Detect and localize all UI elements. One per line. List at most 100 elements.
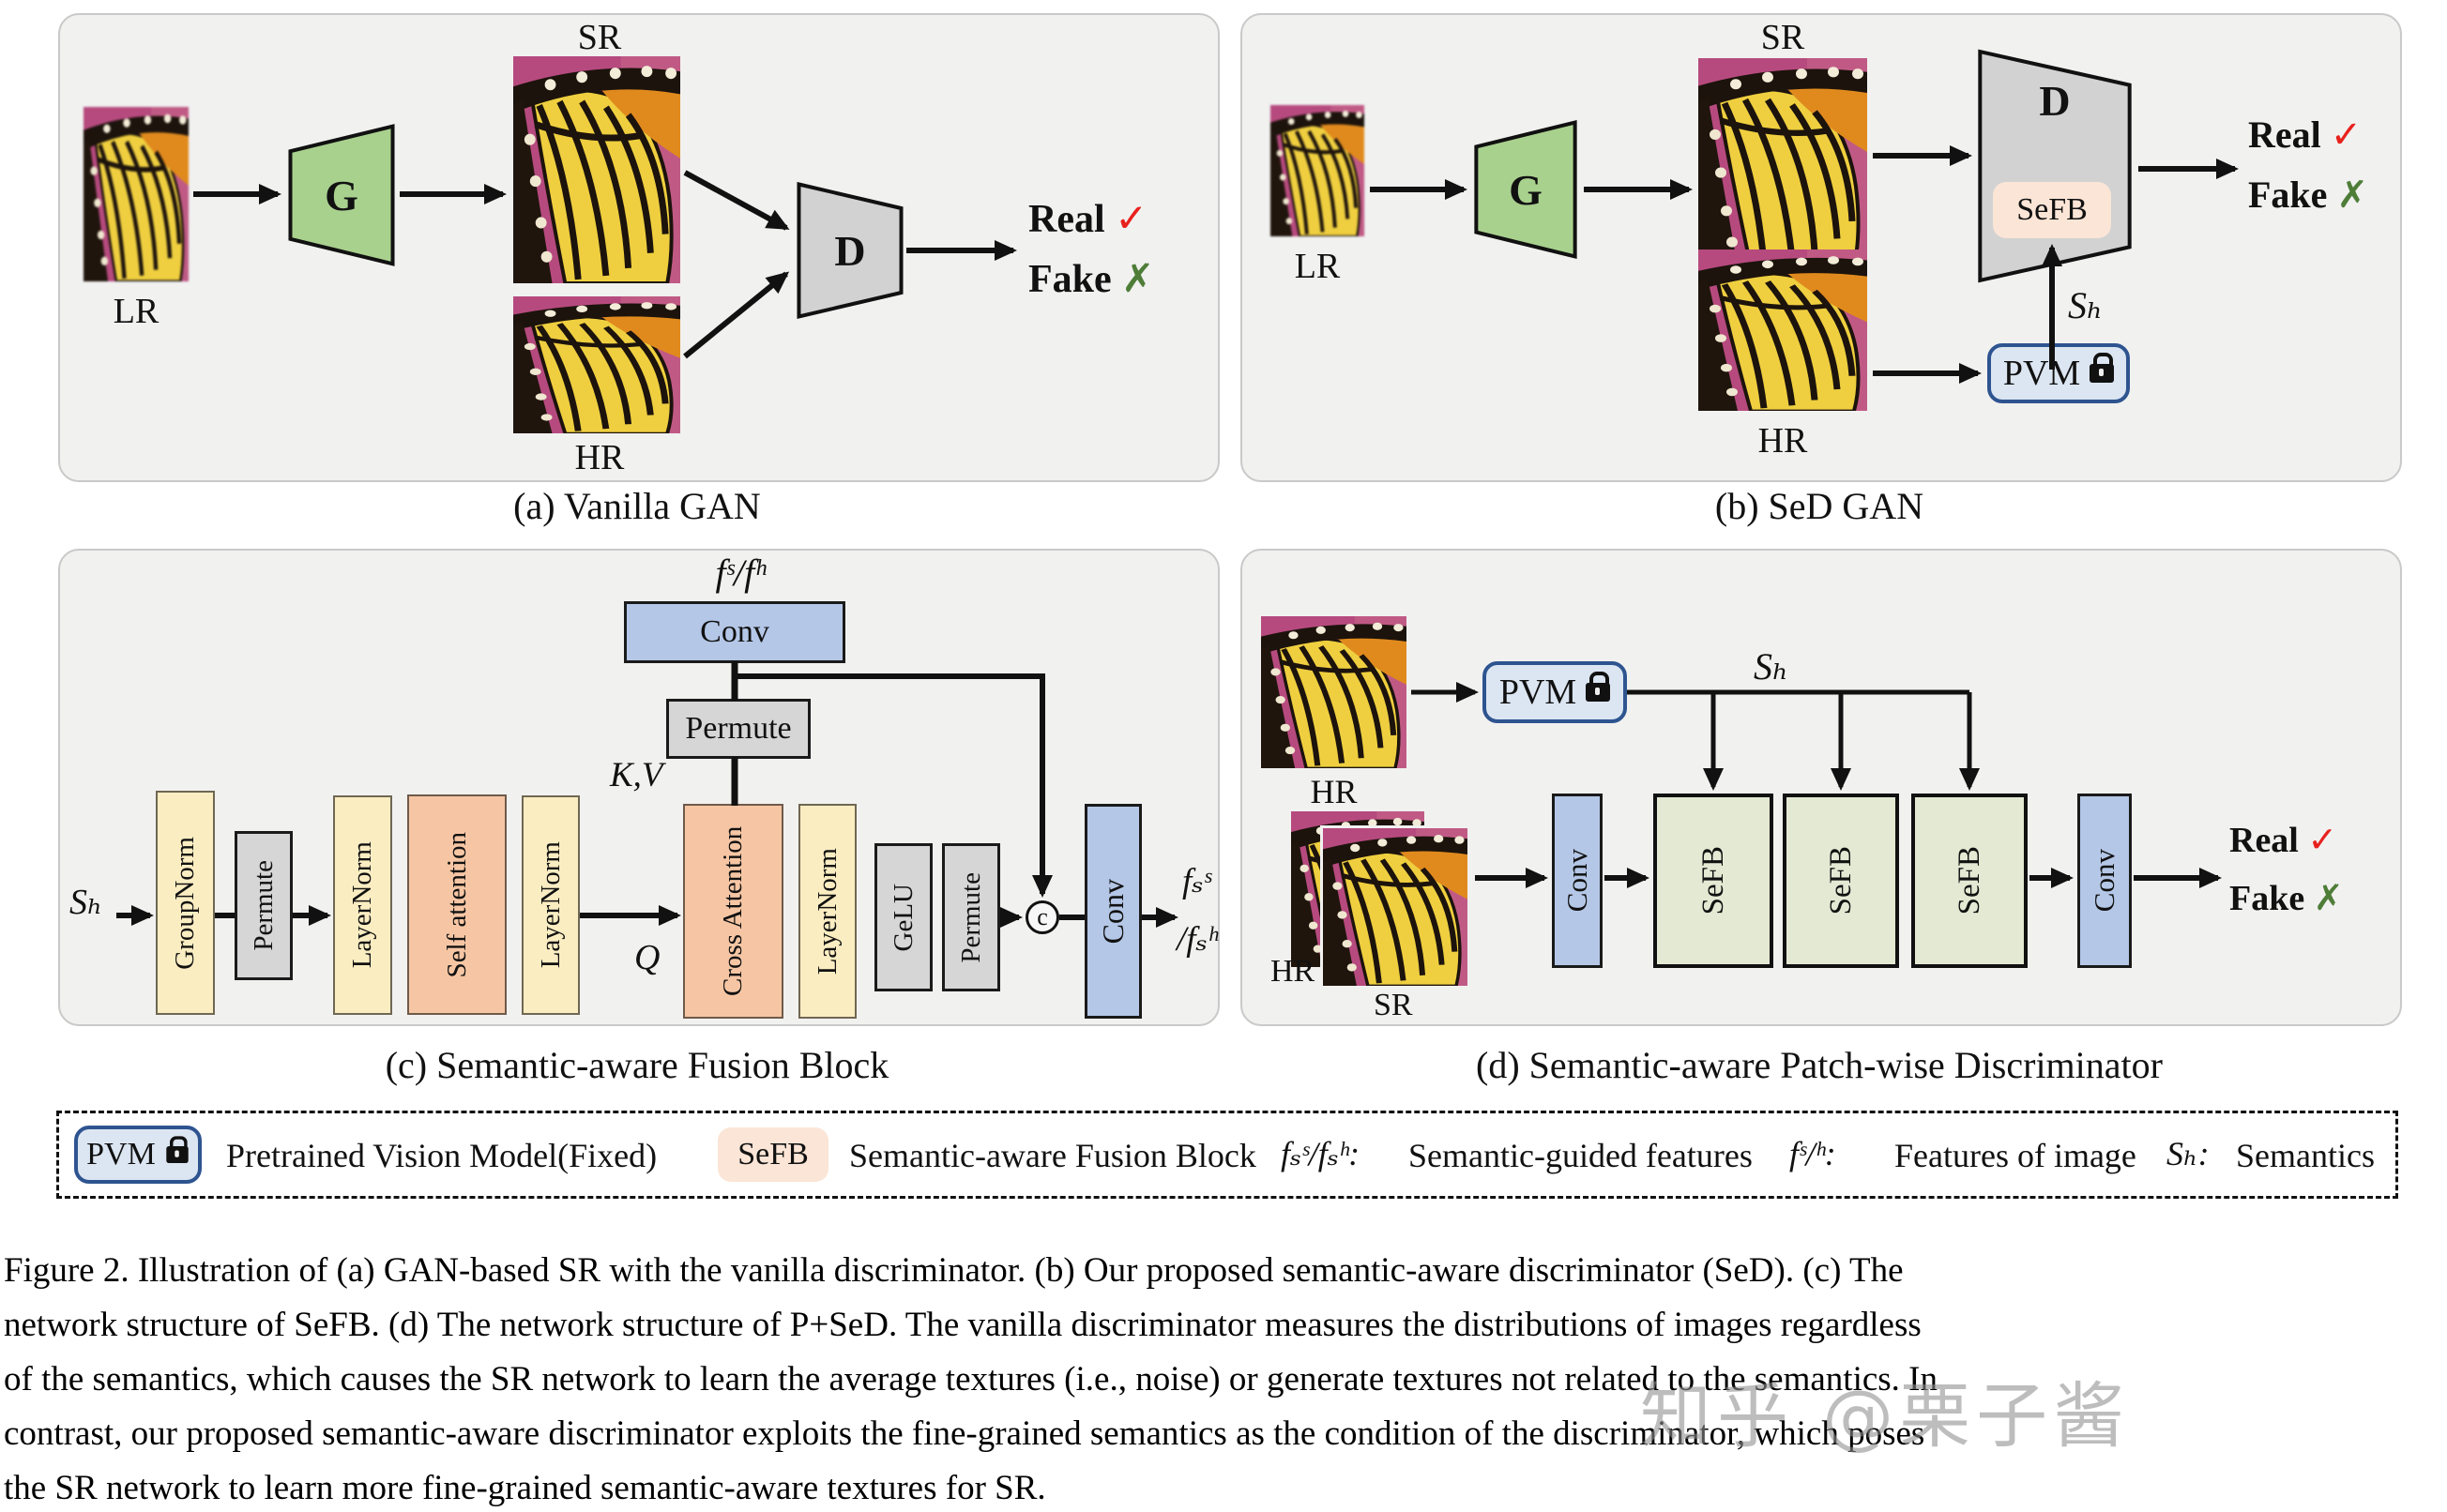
self-attention-box: Self attention bbox=[407, 794, 507, 1015]
hr-image-label: HR bbox=[1310, 773, 1358, 810]
gelu-box: GeLU bbox=[874, 843, 933, 991]
lr-image-label: LR bbox=[1294, 247, 1341, 286]
sefb-label: SeFB bbox=[1823, 846, 1858, 915]
hr-stack-label: HR bbox=[1270, 954, 1315, 989]
sr-image-label: SR bbox=[577, 18, 622, 57]
legend-box: PVM Pretrained Vision Model(Fixed) SeFB … bbox=[56, 1111, 2398, 1199]
real-text: Real bbox=[1028, 198, 1105, 241]
sr-stack-label: SR bbox=[1374, 988, 1413, 1022]
legend-sefb-chip: SeFB bbox=[718, 1127, 828, 1182]
hr-image-label: HR bbox=[574, 438, 625, 477]
pvm-label: PVM bbox=[86, 1137, 156, 1172]
sr-image bbox=[513, 56, 680, 283]
hr-image-label: HR bbox=[1757, 421, 1808, 461]
caption-panel-b: (b) SeD GAN bbox=[1714, 485, 1924, 527]
lr-image bbox=[1270, 105, 1364, 236]
kv-label: K,V bbox=[610, 756, 663, 794]
legend-sh-symbol: Sₕ: bbox=[2166, 1135, 2210, 1172]
generator-trapezoid bbox=[1473, 118, 1578, 261]
sefb-block-1: SeFB bbox=[1653, 794, 1773, 968]
fss-output-label: fₛˢ bbox=[1182, 862, 1211, 900]
real-text: Real bbox=[2229, 821, 2299, 860]
check-icon: ✓ bbox=[1115, 195, 1148, 241]
conv-top-box: Conv bbox=[624, 601, 845, 663]
cross-attention-label: Cross Attention bbox=[718, 825, 749, 997]
permute-label: Permute bbox=[248, 860, 279, 951]
sefb-label: SeFB bbox=[737, 1137, 809, 1172]
sefb-block-3: SeFB bbox=[1911, 794, 2028, 968]
zhihu-watermark: 知乎 @栗子酱 bbox=[1640, 1374, 2131, 1458]
generator-trapezoid bbox=[287, 122, 396, 268]
caption-panel-c: (c) Semantic-aware Fusion Block bbox=[385, 1044, 889, 1086]
legend-fimg-desc: Features of image bbox=[1894, 1137, 2136, 1174]
fsh-output-label: /fₛʰ bbox=[1177, 920, 1218, 959]
q-label: Q bbox=[634, 938, 661, 977]
sr-stack-image bbox=[1320, 825, 1470, 989]
permute-top-box: Permute bbox=[666, 699, 811, 759]
caption-line: contrast, our proposed semantic-aware di… bbox=[4, 1414, 1925, 1453]
caption-panel-d: (d) Semantic-aware Patch-wise Discrimina… bbox=[1476, 1044, 2163, 1086]
discriminator-trapezoid bbox=[796, 180, 904, 321]
sh-input-label: Sₕ bbox=[69, 883, 103, 922]
legend-pvm-desc: Pretrained Vision Model(Fixed) bbox=[226, 1137, 658, 1174]
lock-icon bbox=[166, 1136, 189, 1163]
cross-attention-box: Cross Attention bbox=[683, 804, 783, 1019]
caption-line: the SR network to learn more fine-graine… bbox=[4, 1469, 1046, 1507]
panel-sed-gan: SR HR LR G D SeFB PVM Sₕ Real ✓ Fake ✗ bbox=[1240, 13, 2402, 482]
real-output: Real ✓ bbox=[2229, 819, 2337, 861]
conv-out-box: Conv bbox=[2077, 794, 2132, 968]
caption-line: of the semantics, which causes the SR ne… bbox=[4, 1360, 1938, 1399]
figure-caption: Figure 2. Illustration of (a) GAN-based … bbox=[4, 1244, 2445, 1512]
legend-pvm-chip: PVM bbox=[74, 1126, 202, 1184]
panel-sefb-structure: Sₕ GroupNorm Permute LayerNorm Self atte… bbox=[58, 549, 1220, 1026]
sefb-block: SeFB bbox=[1993, 182, 2111, 238]
discriminator-label: D bbox=[834, 226, 866, 275]
sed-discriminator-label: D bbox=[2039, 76, 2071, 125]
panel-vanilla-gan: SR HR LR G D Real ✓ Fake ✗ bbox=[58, 13, 1220, 482]
legend-fguided-symbol: fₛˢ/fₛʰ: bbox=[1281, 1135, 1360, 1172]
hr-image bbox=[513, 296, 680, 433]
feature-input-label: fˢ/fʰ bbox=[715, 552, 766, 594]
layernorm-label: LayerNorm bbox=[535, 841, 566, 969]
groupnorm-label: GroupNorm bbox=[170, 836, 200, 970]
pvm-block: PVM bbox=[1482, 661, 1627, 723]
cross-icon: ✗ bbox=[2336, 174, 2368, 217]
conv-label: Conv bbox=[1096, 878, 1130, 945]
permute-box-2: Permute bbox=[942, 843, 1000, 991]
permute-box-1: Permute bbox=[235, 831, 293, 980]
fake-text: Fake bbox=[2248, 174, 2328, 216]
fake-output: Fake ✗ bbox=[2229, 877, 2344, 919]
fake-output: Fake ✗ bbox=[1028, 255, 1154, 302]
layernorm-label: LayerNorm bbox=[347, 841, 377, 969]
semantics-sh-label: Sₕ bbox=[1754, 645, 1789, 688]
lock-icon bbox=[1586, 672, 1611, 702]
real-text: Real bbox=[2248, 113, 2321, 156]
generator-label: G bbox=[1509, 165, 1543, 214]
legend-sefb-desc: Semantic-aware Fusion Block bbox=[849, 1137, 1256, 1174]
permute-label: Permute bbox=[955, 871, 986, 963]
sr-image-label: SR bbox=[1760, 18, 1805, 57]
sefb-block-2: SeFB bbox=[1783, 794, 1899, 968]
check-icon: ✓ bbox=[2307, 819, 2338, 860]
layernorm-box-1: LayerNorm bbox=[333, 795, 392, 1015]
conv-in-box: Conv bbox=[1552, 794, 1603, 968]
caption-line: Figure 2. Illustration of (a) GAN-based … bbox=[4, 1251, 1904, 1290]
sefb-label: SeFB bbox=[1695, 846, 1730, 915]
conv-label: Conv bbox=[700, 614, 769, 649]
fake-output: Fake ✗ bbox=[2248, 173, 2368, 217]
layernorm-label: LayerNorm bbox=[812, 847, 843, 975]
hr-image bbox=[1698, 249, 1867, 411]
lock-icon bbox=[2090, 353, 2115, 383]
gelu-label: GeLU bbox=[888, 883, 919, 952]
sefb-label: SeFB bbox=[1952, 846, 1986, 915]
check-icon: ✓ bbox=[2330, 113, 2363, 157]
groupnorm-box: GroupNorm bbox=[156, 791, 215, 1015]
real-output: Real ✓ bbox=[1028, 195, 1148, 242]
fake-text: Fake bbox=[2229, 879, 2305, 918]
pvm-block: PVM bbox=[1987, 343, 2130, 403]
legend-fguided-desc: Semantic-guided features bbox=[1408, 1137, 1753, 1174]
concat-node: c bbox=[1026, 900, 1059, 934]
conv-out-box: Conv bbox=[1085, 804, 1142, 1019]
pvm-label: PVM bbox=[2002, 354, 2081, 393]
cross-icon: ✗ bbox=[2313, 877, 2344, 918]
